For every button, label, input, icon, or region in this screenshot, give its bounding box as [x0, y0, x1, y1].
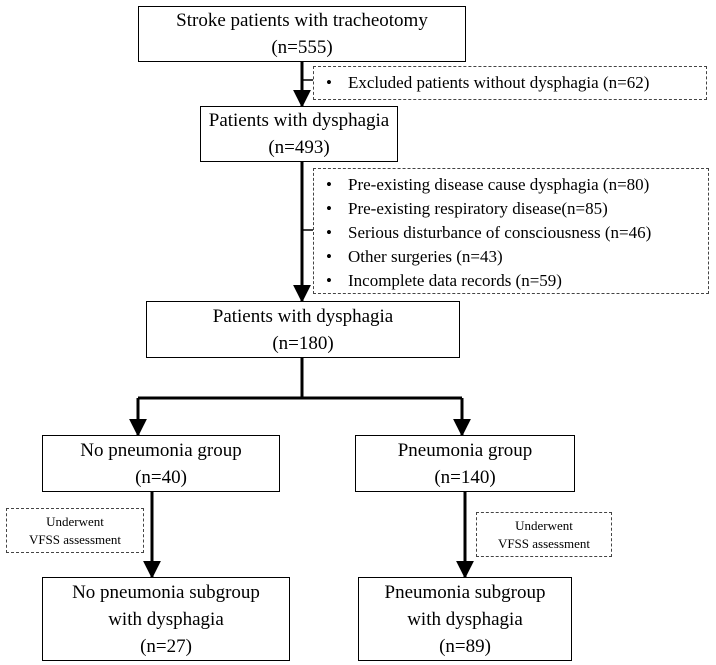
- no-pneumonia-box: No pneumonia group (n=40): [42, 435, 280, 492]
- dysphagia2-count: (n=180): [272, 332, 334, 354]
- dysphagia1-count: (n=493): [268, 137, 330, 158]
- dysphagia-box-2: Patients with dysphagia (n=180): [146, 301, 460, 358]
- pneumonia-sub-count: (n=89): [439, 635, 491, 657]
- no-pneumonia-subgroup-box: No pneumonia subgroup with dysphagia (n=…: [42, 577, 290, 661]
- vfss-right-line1: Underwent: [515, 517, 573, 533]
- no-pneumonia-count: (n=40): [135, 466, 187, 488]
- dysphagia-box-1: Patients with dysphagia (n=493): [200, 106, 398, 162]
- stroke-patients-box: Stroke patients with tracheotomy (n=555): [138, 6, 466, 62]
- vfss-left-line1: Underwent: [46, 513, 104, 529]
- no-pneumonia-sub-subtitle: with dysphagia: [108, 608, 224, 630]
- exclusion-item: Serious disturbance of consciousness (n=…: [324, 221, 700, 245]
- exclusion-box-2: Pre-existing disease cause dysphagia (n=…: [313, 168, 709, 294]
- exclusion-item: Other surgeries (n=43): [324, 245, 700, 269]
- stroke-patients-title: Stroke patients with tracheotomy: [176, 10, 428, 31]
- pneumonia-box: Pneumonia group (n=140): [355, 435, 575, 492]
- dysphagia1-title: Patients with dysphagia: [208, 110, 390, 131]
- exclusion-item: Excluded patients without dysphagia (n=6…: [324, 71, 649, 95]
- exclusion-item: Incomplete data records (n=59): [324, 269, 700, 293]
- exclusion-item: Pre-existing respiratory disease(n=85): [324, 197, 700, 221]
- no-pneumonia-title: No pneumonia group: [80, 439, 242, 461]
- no-pneumonia-sub-title: No pneumonia subgroup: [72, 581, 260, 603]
- exclusion-item: Pre-existing disease cause dysphagia (n=…: [324, 173, 700, 197]
- vfss-box-right: Underwent VFSS assessment: [476, 512, 612, 557]
- vfss-box-left: Underwent VFSS assessment: [6, 508, 144, 553]
- vfss-left-line2: VFSS assessment: [28, 531, 122, 547]
- vfss-right-line2: VFSS assessment: [497, 535, 591, 551]
- pneumonia-sub-title: Pneumonia subgroup: [384, 581, 546, 603]
- exclusion-box-1: Excluded patients without dysphagia (n=6…: [313, 66, 707, 100]
- pneumonia-sub-subtitle: with dysphagia: [407, 608, 523, 630]
- stroke-patients-count: (n=555): [271, 37, 333, 58]
- pneumonia-title: Pneumonia group: [397, 439, 533, 461]
- pneumonia-count: (n=140): [434, 466, 496, 488]
- pneumonia-subgroup-box: Pneumonia subgroup with dysphagia (n=89): [358, 577, 572, 661]
- no-pneumonia-sub-count: (n=27): [140, 635, 192, 657]
- dysphagia2-title: Patients with dysphagia: [212, 305, 394, 327]
